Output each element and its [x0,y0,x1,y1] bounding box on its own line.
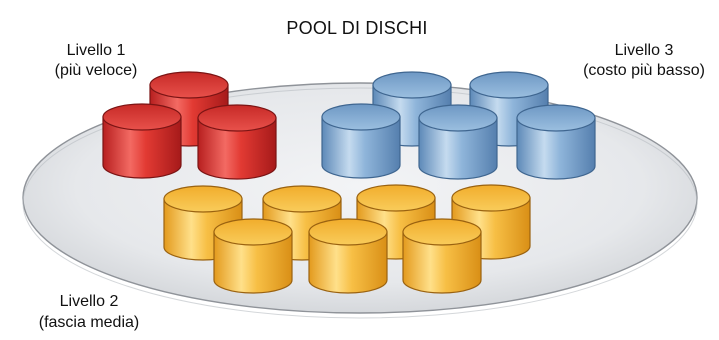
disk-body [516,117,596,180]
diagram-title: POOL DI DISCHI [286,18,427,38]
disk-body [213,231,293,294]
disk-top [149,71,229,99]
disk-top [213,218,293,246]
disk-top [402,218,482,246]
disk-body [418,117,498,180]
disk-top [308,218,388,246]
tier-1-disk-3 [197,104,277,180]
disk-top [262,185,342,213]
tier-3-disk-4 [418,104,498,180]
tier-3-label-line2: (costo più basso) [583,62,705,79]
tier-2-label-line1: Livello 2 [60,293,119,310]
disk-body [102,116,182,179]
disk-body [308,231,388,294]
tier-2-disk-5 [213,218,293,294]
disk-top [451,184,531,212]
disk-top [372,71,452,99]
tier-1-label-line1: Livello 1 [67,42,126,59]
disk-top [469,71,549,99]
disk-top [356,184,436,212]
tier-3-label: Livello 3 (costo più basso) [583,42,705,79]
disk-body [197,117,277,180]
tier-2-label-line2: (fascia media) [39,314,139,331]
disk-top [102,103,182,131]
disk-top [197,104,277,132]
disk-top [163,185,243,213]
tier-2-disk-7 [402,218,482,294]
disk-body [402,231,482,294]
tier-2-disk-6 [308,218,388,294]
tier-2-label: Livello 2 (fascia media) [39,293,139,331]
tier-3-disk-3 [321,103,401,179]
disk-top [516,104,596,132]
tier-3-disk-5 [516,104,596,180]
tier-1-disk-2 [102,103,182,179]
disk-top [321,103,401,131]
disk-body [321,116,401,179]
disk-groups [102,71,596,294]
disk-top [418,104,498,132]
tier-1-label: Livello 1 (più veloce) [55,42,138,79]
tier-3-label-line1: Livello 3 [615,42,674,59]
tier-1-label-line2: (più veloce) [55,62,138,79]
